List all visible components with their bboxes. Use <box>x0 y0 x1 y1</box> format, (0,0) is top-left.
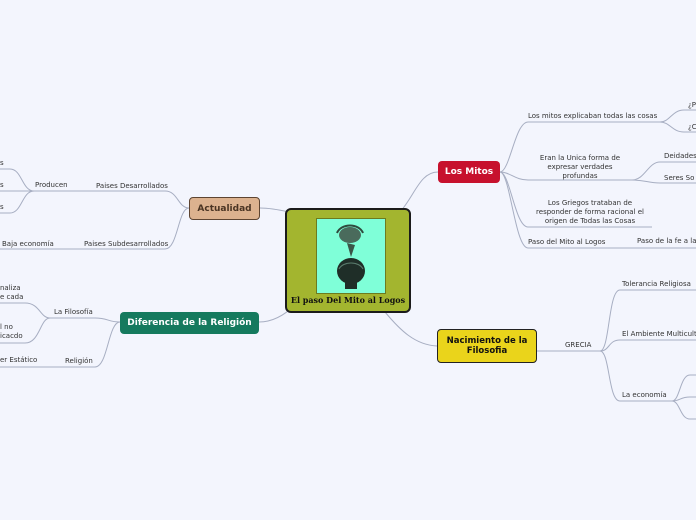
central-title: El paso Del Mito al Logos <box>290 295 406 305</box>
subtopic-leaf[interactable]: l no <box>0 323 13 331</box>
subtopic-paises-desarrollados[interactable]: Paises Desarrollados <box>96 182 168 190</box>
link-central-filosofia <box>384 311 438 347</box>
head-illustration-icon <box>336 224 365 289</box>
subtopic-religion[interactable]: Religión <box>65 357 93 365</box>
subtopic-griegos-trataban[interactable]: Los Griegos trataban de responder de for… <box>536 199 644 225</box>
subtopic-leaf[interactable]: Deidades <box>664 152 696 160</box>
subtopic-la-filosofia[interactable]: La Filosofía <box>54 308 93 316</box>
subtopic-ambiente-multicultural[interactable]: El Ambiente Multicultu <box>622 330 696 338</box>
subtopic-producen[interactable]: Producen <box>35 181 68 189</box>
subtopic-leaf[interactable]: icacdo <box>0 332 23 340</box>
link-central-mitos <box>399 171 439 213</box>
subtopic-leaf[interactable]: ¿P <box>688 101 696 109</box>
topic-los-mitos[interactable]: Los Mitos <box>438 161 500 183</box>
topic-diferencia-religion[interactable]: Diferencia de la Religión <box>120 312 259 334</box>
subtopic-la-economia[interactable]: La economía <box>622 391 667 399</box>
subtopic-leaf[interactable]: e cada <box>0 293 24 301</box>
subtopic-grecia[interactable]: GRECIA <box>565 341 592 349</box>
subtopic-leaf[interactable]: s <box>0 159 4 167</box>
subtopic-leaf[interactable]: ¿C <box>688 123 696 131</box>
central-topic[interactable]: El paso Del Mito al Logos <box>285 208 411 313</box>
subtopic-mitos-explicaban[interactable]: Los mitos explicaban todas las cosas <box>528 112 658 120</box>
subtopic-leaf[interactable]: naliza <box>0 284 21 292</box>
subtopic-leaf[interactable]: Paso de la fe a la <box>637 237 696 245</box>
subtopic-unica-forma[interactable]: Eran la Unica forma de expresar verdades… <box>539 154 621 180</box>
subtopic-leaf[interactable]: Seres So <box>664 174 695 182</box>
topic-actualidad[interactable]: Actualidad <box>189 197 260 220</box>
subtopic-tolerancia-religiosa[interactable]: Tolerancia Religiosa <box>622 280 691 288</box>
subtopic-paso-mito-logos[interactable]: Paso del Mito al Logos <box>528 238 606 246</box>
topic-nacimiento-filosofia[interactable]: Nacimiento de la Filosofia <box>437 329 537 363</box>
subtopic-leaf[interactable]: s <box>0 181 4 189</box>
subtopic-leaf[interactable]: s <box>0 203 4 211</box>
subtopic-leaf[interactable]: er Estático <box>0 356 38 364</box>
central-illustration <box>316 218 386 294</box>
subtopic-baja-economia[interactable]: Baja economía <box>2 240 54 248</box>
subtopic-paises-subdesarrollados[interactable]: Paises Subdesarrollados <box>84 240 169 248</box>
